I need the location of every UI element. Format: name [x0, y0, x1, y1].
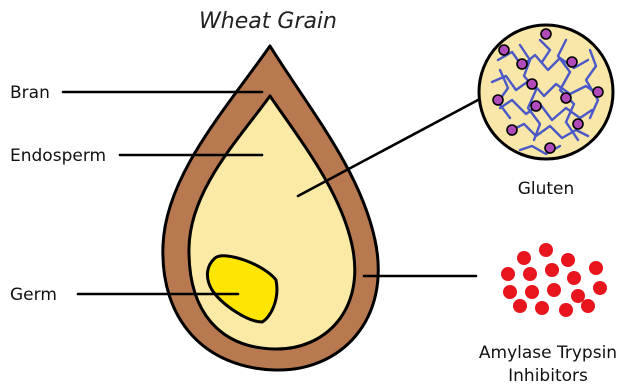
diagram-title: Wheat Grain — [199, 9, 337, 34]
gluten-magnified-view — [479, 25, 613, 159]
endosperm-label: Endosperm — [10, 146, 106, 166]
gluten-label: Gluten — [518, 179, 575, 199]
germ-label: Germ — [10, 285, 57, 305]
ati-label-line2: Inhibitors — [508, 366, 588, 386]
bran-label: Bran — [10, 83, 50, 103]
ati-label-line1: Amylase Trypsin — [479, 343, 617, 363]
ati-dots — [501, 243, 607, 317]
